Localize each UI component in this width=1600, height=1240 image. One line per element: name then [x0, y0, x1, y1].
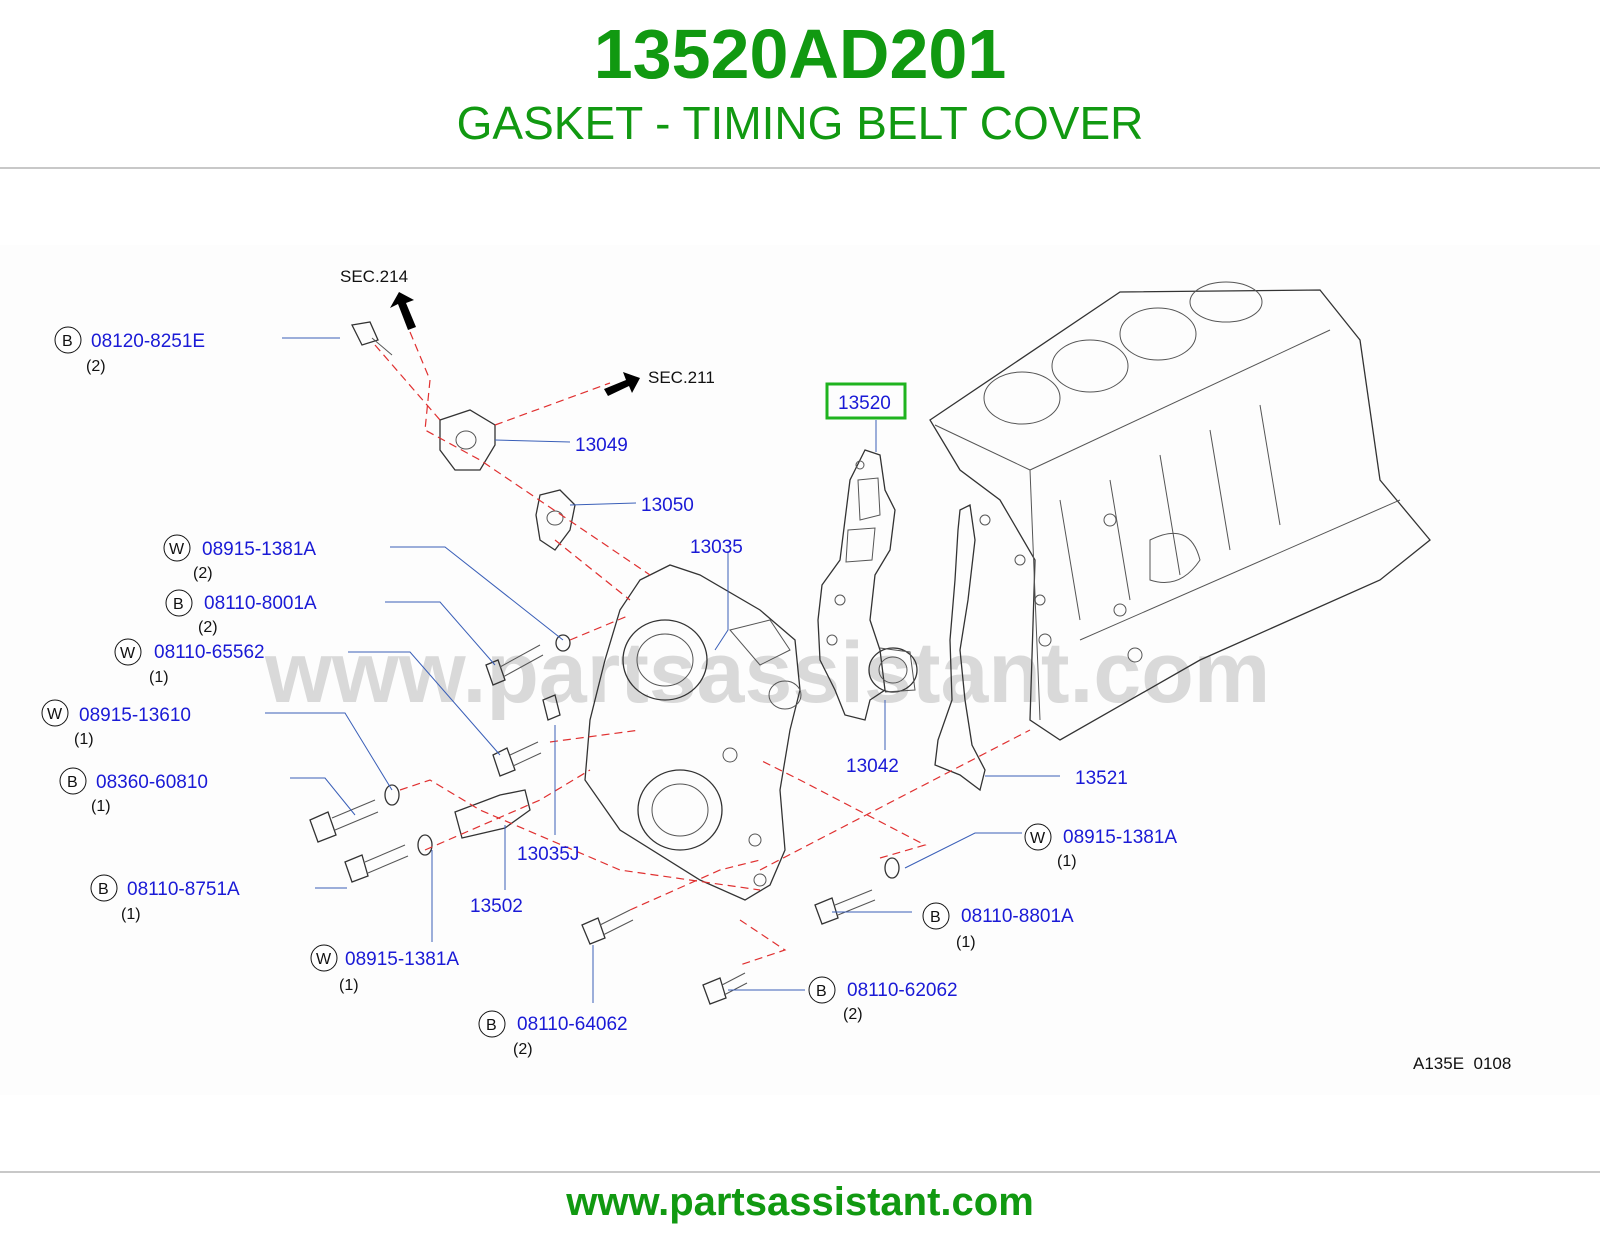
- fastener-callout[interactable]: W 08110-65562 (1): [114, 638, 265, 686]
- badge-circle: [163, 534, 191, 562]
- fastener-illustrations: [309, 321, 900, 1005]
- badge-circle: [808, 976, 836, 1004]
- fastener-part-number[interactable]: 08110-8001A: [204, 593, 317, 614]
- callout-13035[interactable]: 13035: [690, 537, 743, 558]
- fastener-part-number[interactable]: 08915-1381A: [202, 539, 316, 560]
- badge-circle: [90, 874, 118, 902]
- fastener-part-number[interactable]: 08110-65562: [154, 642, 265, 663]
- fastener-qty: (1): [91, 798, 111, 815]
- callout-13502[interactable]: 13502: [470, 896, 523, 917]
- fastener-qty: (2): [513, 1041, 533, 1058]
- badge-circle: [1024, 823, 1052, 851]
- fastener-part-number[interactable]: 08110-62062: [847, 980, 958, 1001]
- callout-13050[interactable]: 13050: [641, 495, 694, 516]
- badge-letter: B: [173, 596, 184, 613]
- sec-214-arrow-icon: [390, 292, 416, 330]
- badge-circle: [922, 902, 950, 930]
- fastener-part-number[interactable]: 08915-1381A: [345, 949, 459, 970]
- fastener-qty: (1): [956, 934, 976, 951]
- badge-letter: B: [67, 774, 78, 791]
- leader-lines: [265, 337, 1060, 1003]
- badge-letter: B: [930, 909, 941, 926]
- fastener-qty: (1): [149, 669, 169, 686]
- callout-13520-highlighted[interactable]: 13520: [838, 393, 891, 414]
- fastener-callout[interactable]: W 08915-1381A (2): [163, 534, 316, 582]
- fastener-callout[interactable]: B 08110-62062 (2): [808, 976, 958, 1023]
- fastener-callout[interactable]: W 08915-13610 (1): [41, 699, 191, 748]
- badge-letter: B: [486, 1017, 497, 1034]
- badge-circle: [59, 767, 87, 795]
- fastener-part-number[interactable]: 08120-8251E: [91, 331, 205, 352]
- badge-circle: [41, 699, 69, 727]
- sec-214-label[interactable]: SEC.214: [340, 267, 408, 286]
- badge-circle: [114, 638, 142, 666]
- page-title: 13520AD201: [593, 15, 1007, 93]
- assembly-lines: [374, 319, 1031, 966]
- gasket-13521-illustration: [934, 504, 986, 792]
- badge-circle: [478, 1010, 506, 1038]
- callout-13042[interactable]: 13042: [846, 756, 899, 777]
- fastener-qty: (1): [339, 977, 359, 994]
- engine-block-illustration: [929, 281, 1431, 741]
- badge-letter: W: [1030, 830, 1046, 847]
- fastener-part-number[interactable]: 08915-13610: [79, 705, 191, 726]
- gasket-13050-illustration: [535, 489, 576, 551]
- fastener-qty: (2): [86, 358, 106, 375]
- timing-cover-13035-illustration: [584, 564, 802, 901]
- fastener-qty: (2): [843, 1006, 863, 1023]
- fastener-part-number[interactable]: 08110-8751A: [127, 879, 240, 900]
- badge-letter: W: [169, 541, 185, 558]
- footer-divider: [0, 1171, 1600, 1173]
- callout-13521[interactable]: 13521: [1075, 768, 1128, 789]
- oil-seal-13042-illustration: [868, 647, 918, 693]
- fastener-part-number[interactable]: 08110-64062: [517, 1014, 628, 1035]
- fastener-part-number[interactable]: 08915-1381A: [1063, 827, 1177, 848]
- header-divider: [0, 167, 1600, 169]
- badge-letter: W: [47, 706, 63, 723]
- badge-letter: W: [316, 951, 332, 968]
- fastener-callout[interactable]: B 08110-8001A (2): [165, 589, 317, 636]
- fastener-qty: (1): [74, 731, 94, 748]
- badge-letter: B: [98, 881, 109, 898]
- fastener-part-number[interactable]: 08110-8801A: [961, 906, 1074, 927]
- page-subtitle: GASKET - TIMING BELT COVER: [456, 97, 1144, 149]
- diagram-area: [0, 245, 1600, 1095]
- fastener-callout[interactable]: B 08110-64062 (2): [478, 1010, 628, 1058]
- fastener-callout[interactable]: B 08110-8751A (1): [90, 874, 240, 923]
- fastener-qty: (2): [193, 565, 213, 582]
- badge-circle: [54, 326, 82, 354]
- watermark: www.partsassistant.com: [264, 625, 1270, 721]
- badge-circle: [310, 944, 338, 972]
- figure-code: A135E 0108: [1413, 1054, 1511, 1073]
- highlight-box: [825, 382, 907, 420]
- fastener-callout[interactable]: W 08915-1381A (1): [1024, 823, 1177, 870]
- water-inlet-13049-illustration: [439, 409, 496, 471]
- badge-circle: [165, 589, 193, 617]
- gasket-13520-illustration: [817, 449, 896, 721]
- footer-site-link[interactable]: www.partsassistant.com: [566, 1180, 1034, 1224]
- badge-letter: W: [120, 645, 136, 662]
- fastener-callout[interactable]: B 08360-60810 (1): [59, 767, 208, 815]
- fastener-callout[interactable]: B 08110-8801A (1): [922, 902, 1074, 951]
- fastener-qty: (2): [198, 619, 218, 636]
- sec-211-label[interactable]: SEC.211: [648, 368, 715, 387]
- fastener-callout[interactable]: B 08120-8251E (2): [54, 326, 205, 375]
- badge-letter: B: [62, 333, 73, 350]
- sec-211-arrow-icon: [604, 372, 640, 396]
- callout-13035j[interactable]: 13035J: [517, 844, 579, 865]
- fastener-callout[interactable]: W 08915-1381A (1): [310, 944, 459, 994]
- badge-letter: B: [816, 983, 827, 1000]
- fastener-part-number[interactable]: 08360-60810: [96, 772, 208, 793]
- fastener-qty: (1): [1057, 853, 1077, 870]
- fastener-qty: (1): [121, 906, 141, 923]
- callout-13049[interactable]: 13049: [575, 435, 628, 456]
